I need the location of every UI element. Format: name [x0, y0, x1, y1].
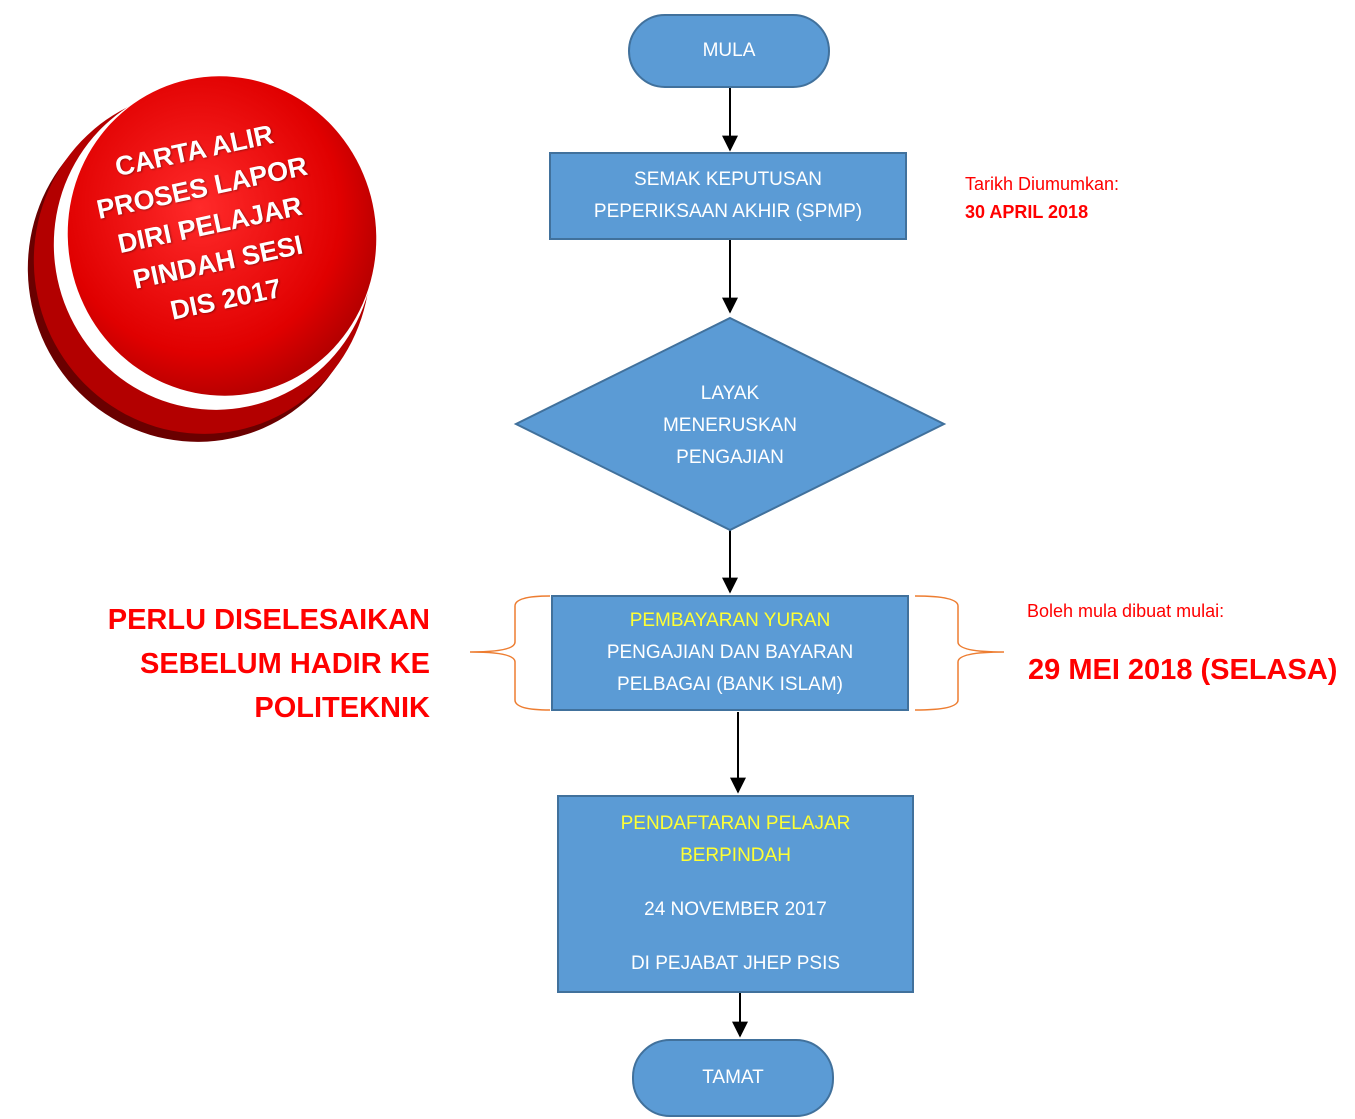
announce-note: Tarikh Diumumkan: 30 APRIL 2018	[965, 170, 1119, 226]
decision-label: LAYAK MENERUSKAN PENGAJIAN	[560, 378, 900, 474]
left-note-line: PERLU DISELESAIKAN	[107, 604, 430, 636]
left-note-line: SEBELUM HADIR KE	[139, 648, 430, 680]
decision-line: MENERUSKAN	[662, 415, 798, 436]
announce-label: Tarikh Diumumkan:	[965, 174, 1120, 194]
badge-face	[67, 76, 377, 396]
right-note-date: 29 MEI 2018 (SELASA)	[1028, 654, 1338, 686]
announce-date: 30 APRIL 2018	[965, 202, 1089, 222]
step2-line: PENGAJIAN DAN BAYARAN	[606, 642, 854, 663]
step3-highlight: BERPINDAH	[680, 845, 791, 866]
step3-date: 24 NOVEMBER 2017	[644, 899, 827, 920]
step-semak-keputusan: SEMAK KEPUTUSAN PEPERIKSAAN AKHIR (SPMP)	[549, 152, 907, 240]
start-label: MULA	[702, 40, 756, 61]
step1-line: SEMAK KEPUTUSAN	[634, 169, 822, 190]
step3-highlight: PENDAFTARAN PELAJAR	[620, 813, 851, 834]
end-label: TAMAT	[702, 1067, 764, 1088]
right-note-label: Boleh mula dibuat mulai:	[1027, 601, 1225, 621]
decision-line: LAYAK	[700, 383, 760, 404]
decision-line: PENGAJIAN	[676, 447, 784, 468]
step-pendaftaran-pelajar: PENDAFTARAN PELAJAR BERPINDAH 24 NOVEMBE…	[557, 795, 914, 993]
end-terminal: TAMAT	[632, 1039, 834, 1117]
left-note: PERLU DISELESAIKAN SEBELUM HADIR KE POLI…	[90, 598, 430, 730]
step3-place: DI PEJABAT JHEP PSIS	[630, 953, 841, 974]
step-pembayaran-yuran: PEMBAYARAN YURAN PENGAJIAN DAN BAYARAN P…	[551, 595, 909, 711]
title-badge	[27, 76, 377, 442]
decision-diamond	[513, 316, 947, 532]
step1-line: PEPERIKSAAN AKHIR (SPMP)	[593, 201, 863, 222]
step2-line: PELBAGAI (BANK ISLAM)	[617, 674, 843, 695]
start-terminal: MULA	[628, 14, 830, 88]
left-brace	[469, 595, 551, 711]
right-brace	[914, 595, 1005, 711]
step2-highlight: PEMBAYARAN YURAN	[629, 610, 831, 631]
left-note-line: POLITEKNIK	[254, 692, 430, 724]
